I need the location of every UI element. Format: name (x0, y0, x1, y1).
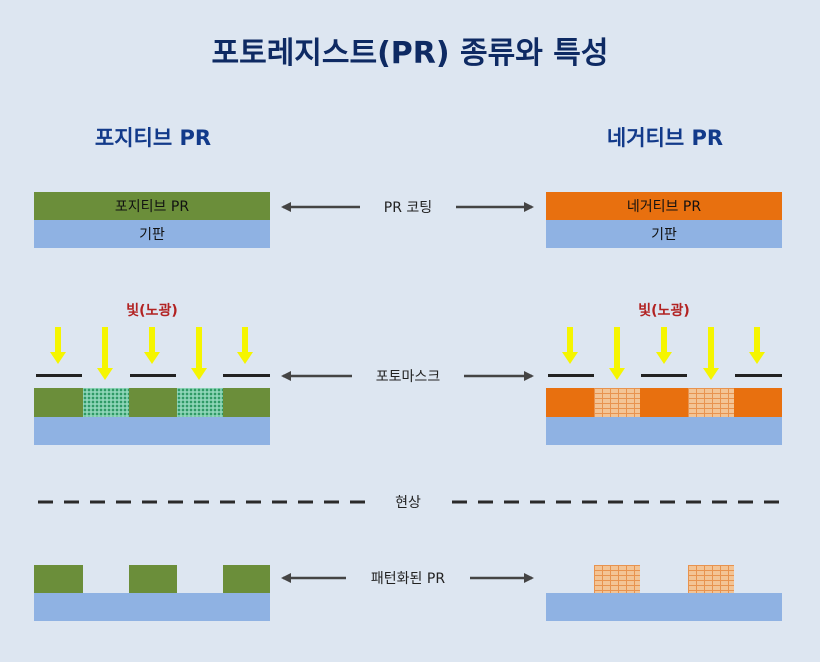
step-develop-label: 현상 (372, 492, 444, 512)
negative-pr-unexposed (640, 388, 688, 417)
negative-substrate-layer: 기판 (546, 220, 782, 248)
positive-pr-heading: 포지티브 PR (94, 126, 212, 150)
positive-mask-bar (130, 374, 176, 377)
negative-mask-bar (548, 374, 594, 377)
negative-patterned-substrate (546, 593, 782, 621)
negative-light-label: 빛(노광) (638, 303, 690, 319)
negative-pr-unexposed (546, 388, 594, 417)
positive-pattern-block (223, 565, 270, 593)
step-patterned-label: 패턴화된 PR (346, 568, 470, 588)
positive-mask-bar (36, 374, 82, 377)
positive-pattern-block (34, 565, 83, 593)
negative-pr-heading: 네거티브 PR (606, 126, 724, 150)
positive-pr-unexposed (34, 388, 83, 417)
positive-pr-layer-label: 포지티브 PR (114, 199, 190, 215)
negative-mask-bar (641, 374, 687, 377)
negative-substrate (546, 417, 782, 445)
positive-mask-bar (223, 374, 270, 377)
positive-patterned-substrate (34, 593, 270, 621)
positive-substrate-layer: 기판 (34, 220, 270, 248)
positive-substrate (34, 417, 270, 445)
step-photomask-label: 포토마스크 (352, 366, 464, 386)
negative-pattern-block (594, 565, 640, 593)
negative-substrate-label: 기판 (651, 227, 677, 243)
negative-pr-layer: 네거티브 PR (546, 192, 782, 220)
negative-pr-layer-label: 네거티브 PR (626, 199, 702, 215)
positive-substrate-label: 기판 (139, 227, 165, 243)
negative-pattern-block (688, 565, 734, 593)
negative-pr-exposed (688, 388, 734, 417)
positive-pr-unexposed (223, 388, 270, 417)
positive-light-arrows (50, 327, 253, 380)
positive-pattern-block (129, 565, 177, 593)
negative-light-arrows (562, 327, 765, 380)
positive-pr-exposed (83, 388, 129, 417)
negative-pr-unexposed (734, 388, 782, 417)
page-title: 포토레지스트(PR) 종류와 특성 (211, 36, 609, 71)
negative-mask-bar (735, 374, 782, 377)
positive-pr-unexposed (129, 388, 177, 417)
positive-pr-exposed (177, 388, 223, 417)
negative-pr-exposed (594, 388, 640, 417)
positive-light-label: 빛(노광) (126, 303, 178, 319)
step-coating-label: PR 코팅 (360, 197, 456, 217)
positive-pr-layer: 포지티브 PR (34, 192, 270, 220)
